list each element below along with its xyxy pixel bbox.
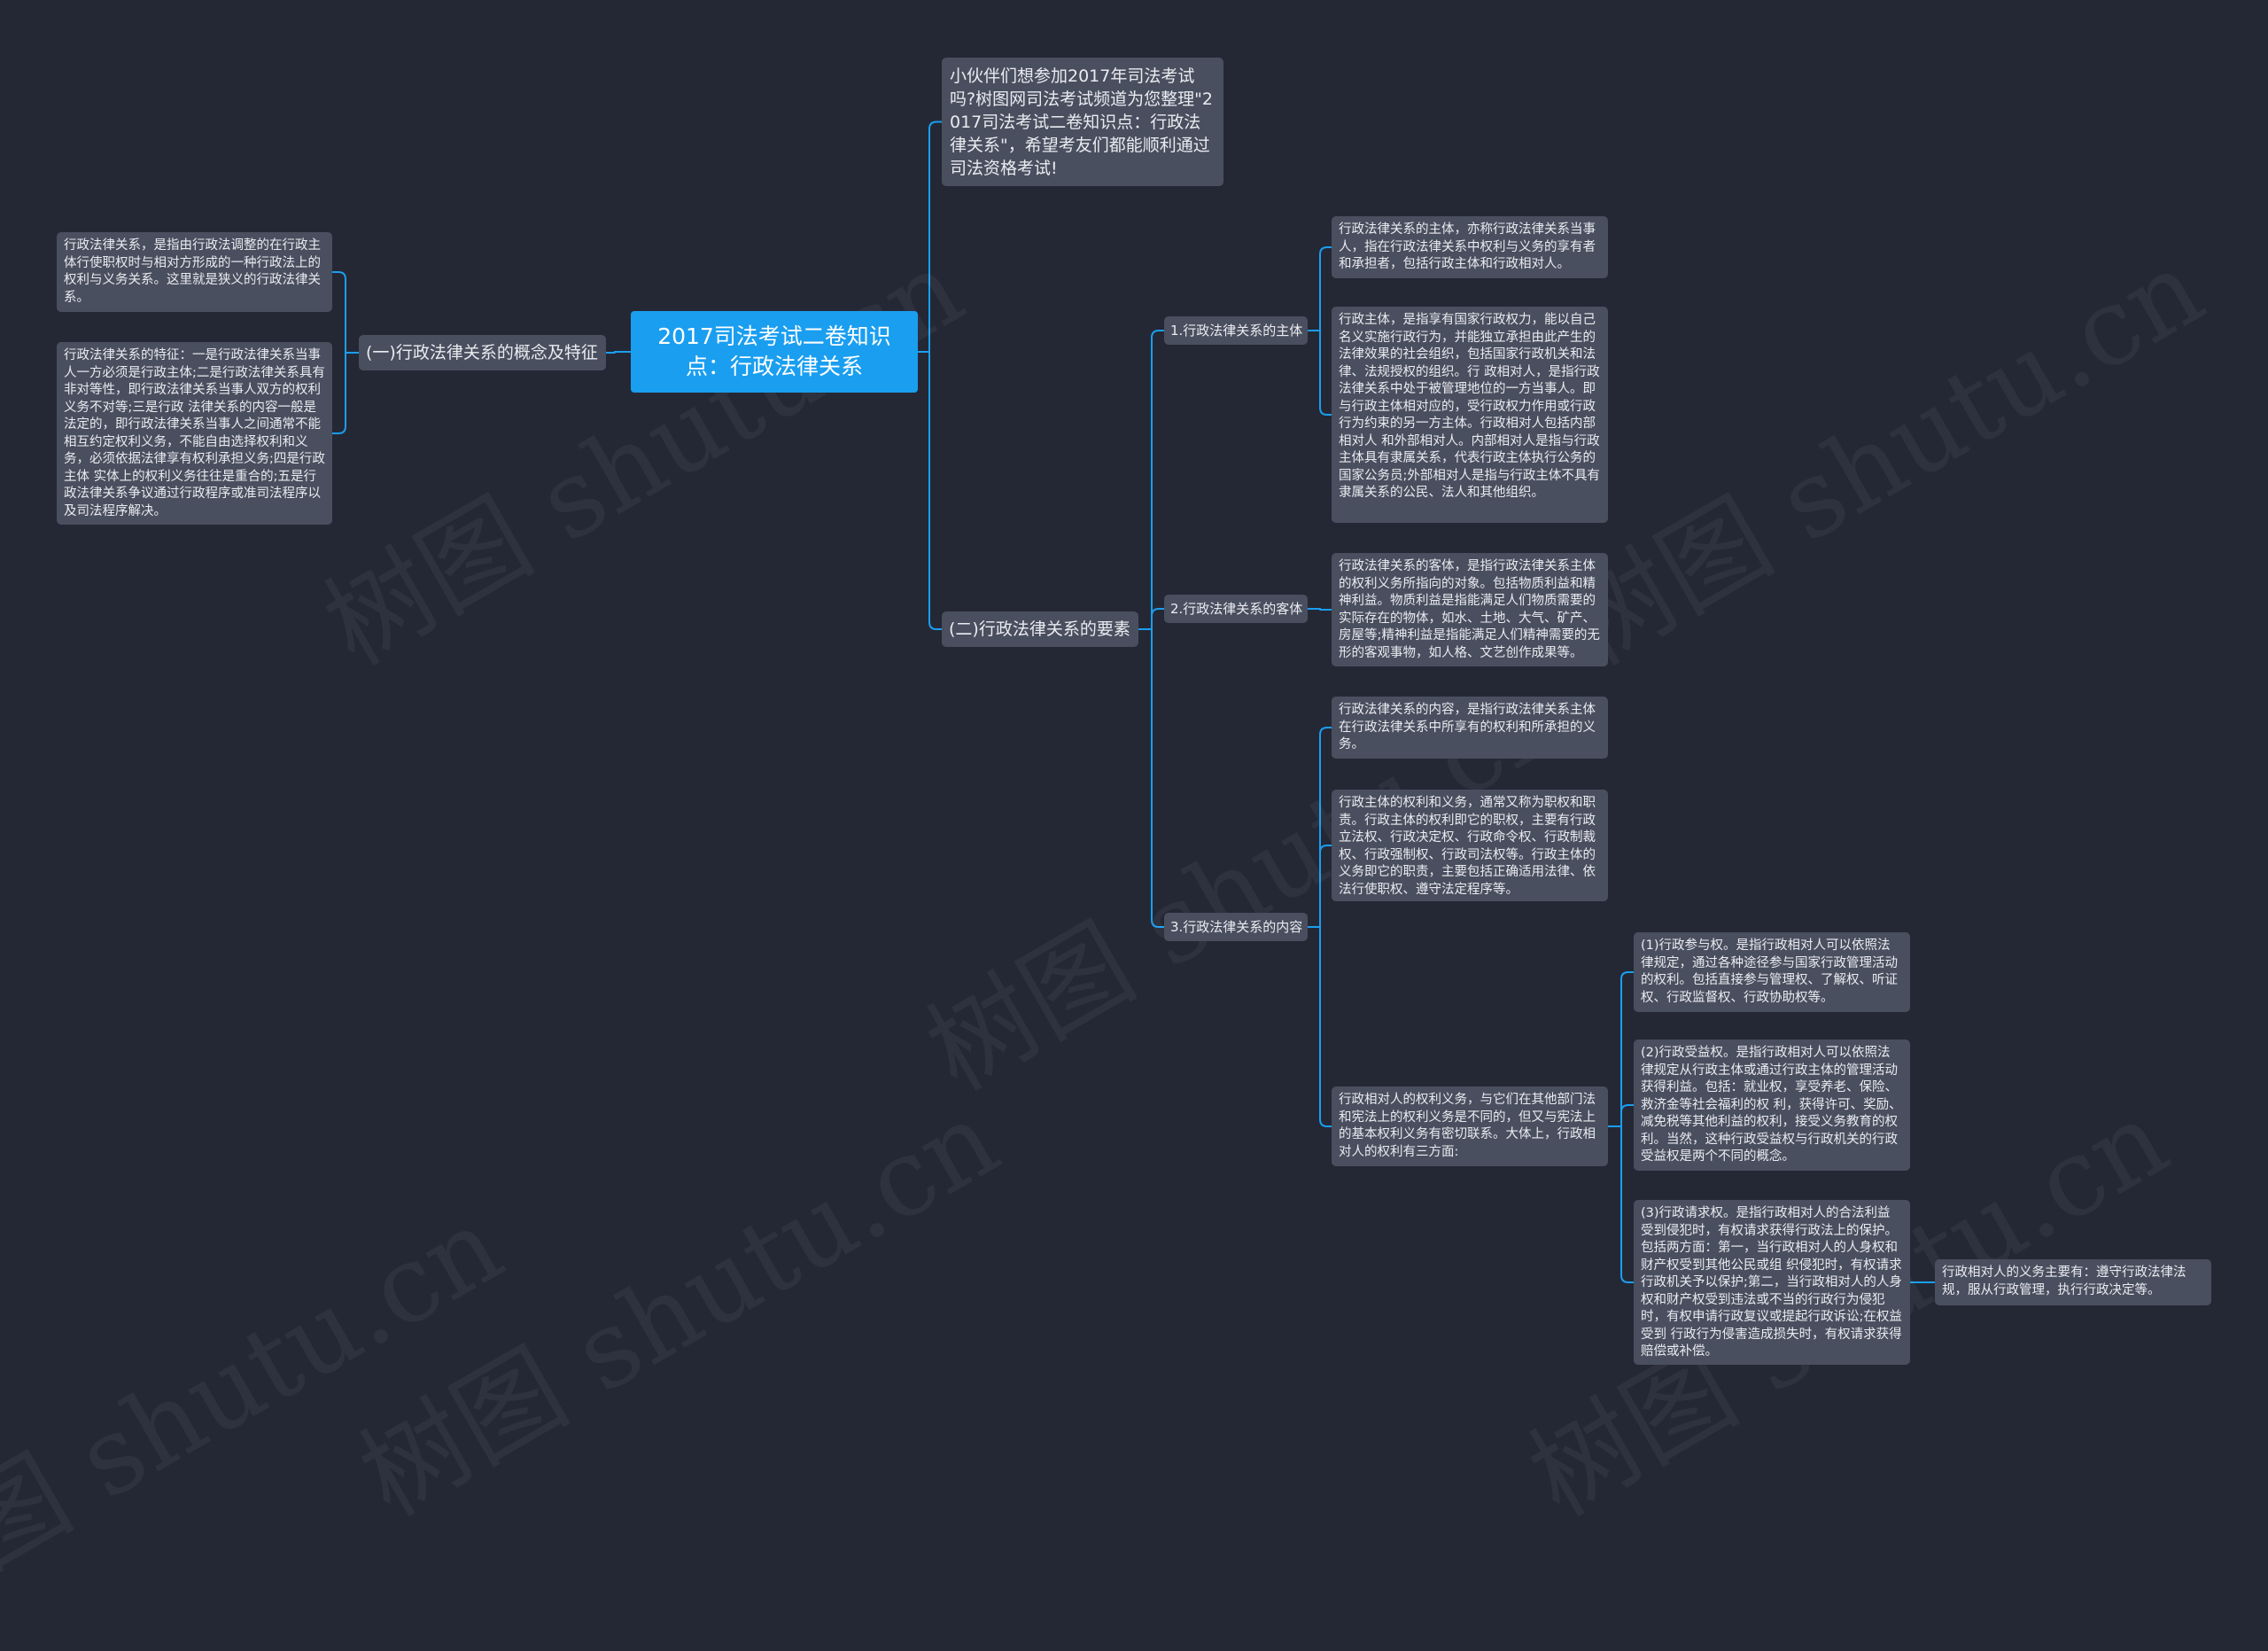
leaf-right-benefit[interactable]: (2)行政受益权。是指行政相对人可以依照法律规定从行政主体或通过行政主体的管理活… xyxy=(1634,1040,1910,1171)
branch-concept-features[interactable]: (一)行政法律关系的概念及特征 xyxy=(359,335,606,370)
leaf-subject-rights-duties[interactable]: 行政主体的权利和义务，通常又称为职权和职责。行政主体的权利即它的职权，主要有行政… xyxy=(1332,790,1608,901)
watermark: 树图 shutu.cn xyxy=(328,1055,1021,1545)
connector-line xyxy=(1608,1104,1634,1127)
leaf-right-request[interactable]: (3)行政请求权。是指行政相对人的合法利益受到侵犯时，有权请求获得行政法上的保护… xyxy=(1634,1200,1910,1365)
root-topic[interactable]: 2017司法考试二卷知识点：行政法律关系 xyxy=(631,311,918,393)
connector-line xyxy=(606,351,631,354)
connector-line xyxy=(918,121,942,353)
leaf-counterpart-duties[interactable]: 行政相对人的义务主要有：遵守行政法律法规，服从行政管理，执行行政决定等。 xyxy=(1935,1259,2211,1305)
leaf-object-definition[interactable]: 行政法律关系的客体，是指行政法律关系主体的权利义务所指向的对象。包括物质利益和精… xyxy=(1332,553,1608,666)
leaf-counterpart-rights-duties[interactable]: 行政相对人的权利义务，与它们在其他部门法和宪法上的权利义务是不同的，但又与宪法上… xyxy=(1332,1086,1608,1166)
connector-line xyxy=(918,351,942,630)
connector-line xyxy=(1308,727,1332,928)
connector-line xyxy=(1308,246,1332,331)
leaf-concept-features[interactable]: 行政法律关系的特征：一是行政法律关系当事人一方必须是行政主体;二是行政法律关系具… xyxy=(57,342,332,525)
connector-line xyxy=(1138,330,1164,630)
sub-object[interactable]: 2.行政法律关系的客体 xyxy=(1164,595,1308,623)
leaf-subject-definition[interactable]: 行政法律关系的主体，亦称行政法律关系当事人，指在行政法律关系中权利与义务的享有者… xyxy=(1332,216,1608,278)
connector-line xyxy=(1308,330,1332,416)
leaf-right-participation[interactable]: (1)行政参与权。是指行政相对人可以依照法律规定，通过各种途径参与国家行政管理活… xyxy=(1634,932,1910,1012)
leaf-concept-definition[interactable]: 行政法律关系，是指由行政法调整的在行政主体行使职权时与相对方形成的一种行政法上的… xyxy=(57,232,332,312)
intro-node[interactable]: 小伙伴们想参加2017年司法考试吗?树图网司法考试频道为您整理"2017司法考试… xyxy=(942,58,1223,186)
leaf-content-definition[interactable]: 行政法律关系的内容，是指行政法律关系主体在行政法律关系中所享有的权利和所承担的义… xyxy=(1332,697,1608,759)
connector-line xyxy=(1608,971,1634,1127)
leaf-administrative-subject[interactable]: 行政主体，是指享有国家行政权力，能以自己名义实施行政行为，并能独立承担由此产生的… xyxy=(1332,307,1608,523)
connector-line xyxy=(1138,608,1164,630)
connector-line xyxy=(1138,628,1164,928)
connector-lines xyxy=(332,121,1935,1283)
connector-line xyxy=(332,271,359,354)
watermark: 树图 shutu.cn xyxy=(1533,205,2225,694)
connector-line xyxy=(332,352,359,434)
connector-line xyxy=(1308,608,1332,611)
watermark: 树图 shutu.cn xyxy=(292,205,985,694)
sub-content[interactable]: 3.行政法律关系的内容 xyxy=(1164,913,1308,941)
watermark: 树图 shutu.cn xyxy=(0,1162,524,1651)
connector-line xyxy=(1608,1125,1634,1283)
sub-subject[interactable]: 1.行政法律关系的主体 xyxy=(1164,316,1308,345)
connector-line xyxy=(1308,926,1332,1127)
connector-line xyxy=(1308,845,1332,928)
branch-elements[interactable]: (二)行政法律关系的要素 xyxy=(942,611,1138,647)
